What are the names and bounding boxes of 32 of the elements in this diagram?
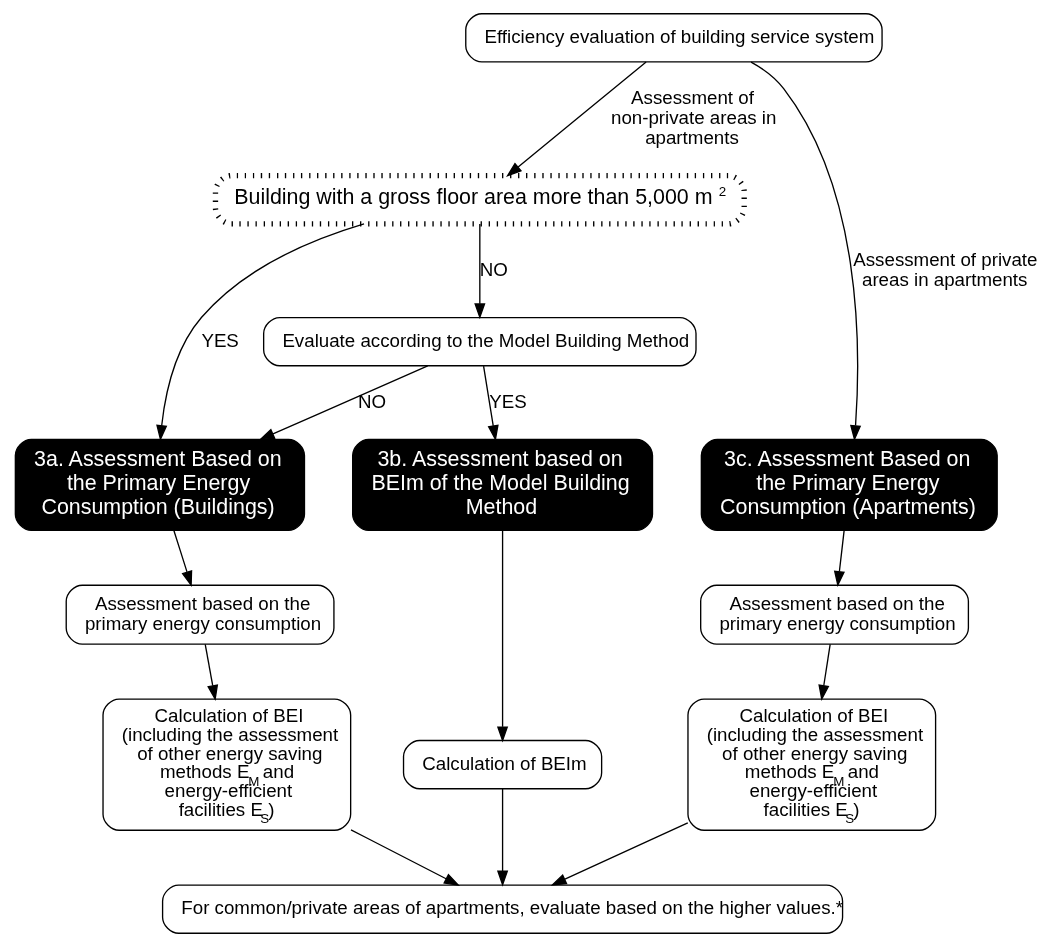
- node-box: Evaluate according to the Model Building Method: [262, 316, 697, 367]
- arrow: [496, 530, 509, 743]
- edge-label: NO: [358, 390, 387, 412]
- node-box: Calculation of BEIm: [402, 739, 603, 790]
- arrow: [474, 223, 486, 320]
- arrow: [550, 822, 689, 886]
- edge-label: YES: [201, 329, 239, 351]
- arrow: [506, 61, 647, 177]
- node-box: Assessment based on the primary energy consumption: [700, 584, 970, 645]
- node-box: Assessment based on the primary energy consumption: [65, 584, 335, 645]
- node-box: 3a. Assessment Based on the Primary Energy Consumption (Buildings): [14, 438, 306, 532]
- node-box: 3c. Assessment Based on the Primary Energy Consumption (Apartments): [700, 438, 998, 532]
- edge-label: Assessment of non-private areas in apartments: [611, 86, 777, 148]
- node-box: 3b. Assessment based on BEIm of the Model Building Method: [352, 438, 654, 532]
- edge-label: NO: [479, 258, 508, 280]
- arrow: [173, 530, 193, 587]
- node-box: For common/private areas of apartments, evaluate based on the higher values.*: [161, 884, 844, 934]
- arrow: [750, 61, 862, 442]
- edge-label: Assessment of private areas in apartments: [853, 248, 1038, 290]
- arrow: [818, 643, 831, 701]
- arrow: [204, 643, 219, 701]
- arrow: [833, 530, 846, 588]
- arrow: [350, 829, 461, 886]
- arrow: [482, 365, 499, 442]
- arrow: [258, 365, 429, 441]
- node-box: Calculation of BEI (including the assessment of other energy saving methods E$_{M}$ and energy-efficient facilities E$_{S}$): [102, 698, 352, 831]
- edge-label: YES: [489, 390, 527, 412]
- node-box: Efficiency evaluation of building service system: [465, 13, 883, 63]
- node-box: Calculation of BEI (including the assessment of other energy saving methods E$_{M}$ and energy-efficient facilities E$_{S}$): [687, 698, 937, 831]
- node-box: Building with a gross floor area more than 5,000 m$^{2}$: [212, 173, 747, 227]
- arrow: [156, 223, 365, 442]
- arrow: [496, 788, 509, 887]
